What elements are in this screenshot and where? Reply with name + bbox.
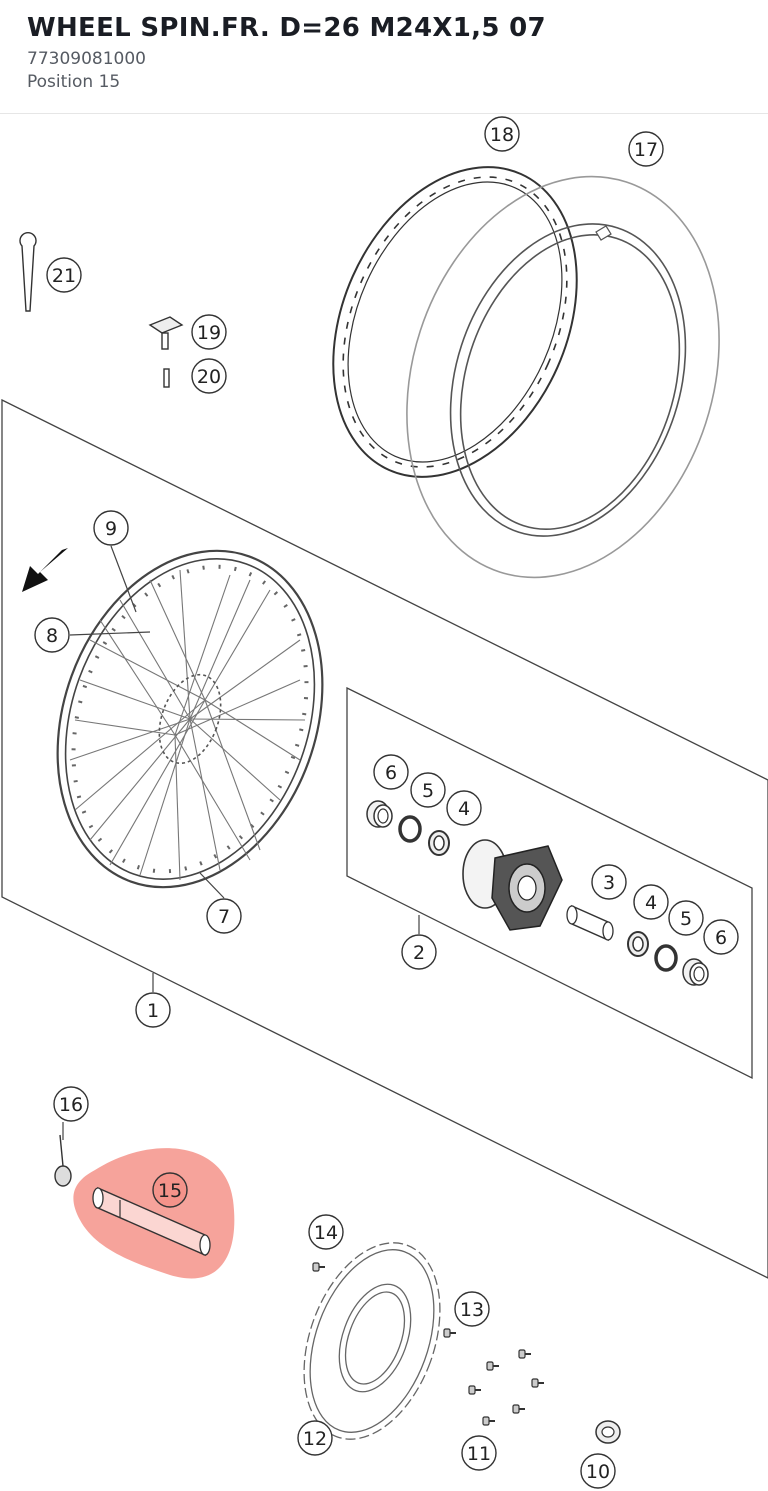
callout-label: 4 — [458, 798, 470, 820]
callout-label: 19 — [197, 322, 221, 344]
hub-assembly-frame — [346, 686, 753, 1080]
callout-1[interactable]: 1 — [135, 992, 171, 1028]
callout-circle — [297, 1420, 333, 1456]
brake-disc-drawing — [303, 1242, 441, 1440]
bolts-drawing — [312, 1262, 621, 1444]
callout-3[interactable]: 3 — [591, 864, 627, 900]
callout-4b[interactable]: 4 — [633, 884, 669, 920]
callout-circle — [191, 358, 227, 394]
callout-circle — [410, 772, 446, 808]
callout-6b[interactable]: 6 — [703, 919, 739, 955]
callout-circle — [191, 314, 227, 350]
callout-circle — [591, 864, 627, 900]
callout-19[interactable]: 19 — [191, 314, 227, 350]
callout-21[interactable]: 21 — [46, 257, 82, 293]
callout-circle — [93, 510, 129, 546]
callout-label: 16 — [59, 1094, 83, 1116]
callout-circle — [633, 884, 669, 920]
callout-circle — [628, 131, 664, 167]
callout-label: 2 — [413, 942, 425, 964]
callout-circle — [135, 992, 171, 1028]
callout-5a[interactable]: 5 — [410, 772, 446, 808]
callout-11[interactable]: 11 — [461, 1435, 497, 1471]
callout-label: 18 — [490, 124, 514, 146]
callout-circle — [308, 1214, 344, 1250]
wheel-drawing — [22, 548, 324, 889]
position-label: Position 15 — [27, 72, 121, 92]
part-number: 77309081000 — [27, 49, 146, 69]
callout-label: 10 — [586, 1461, 610, 1483]
callout-circle — [401, 934, 437, 970]
callout-label: 4 — [645, 892, 657, 914]
callout-circle — [461, 1435, 497, 1471]
callout-circle — [703, 919, 739, 955]
callout-circle — [46, 257, 82, 293]
callout-label: 3 — [603, 872, 615, 894]
hub-parts-drawing — [366, 800, 709, 986]
callout-20[interactable]: 20 — [191, 358, 227, 394]
callout-circle — [34, 617, 70, 653]
callout-9[interactable]: 9 — [93, 510, 129, 546]
callout-label: 5 — [422, 780, 434, 802]
callout-2[interactable]: 2 — [401, 934, 437, 970]
callout-label: 17 — [634, 139, 658, 161]
callout-label: 5 — [680, 908, 692, 930]
callout-12[interactable]: 12 — [297, 1420, 333, 1456]
leader-lines — [62, 545, 420, 1140]
callout-circle — [152, 1172, 188, 1208]
callout-label: 14 — [314, 1222, 338, 1244]
callout-circle — [446, 790, 482, 826]
wheel-assembly-frame — [1, 398, 768, 1279]
callout-16[interactable]: 16 — [53, 1086, 89, 1122]
callout-label: 6 — [715, 927, 727, 949]
callout-circle — [53, 1086, 89, 1122]
part-title: WHEEL SPIN.FR. D=26 M24X1,5 07 — [27, 13, 546, 43]
callout-label: 7 — [218, 906, 230, 928]
callout-label: 8 — [46, 625, 58, 647]
callout-15[interactable]: 15 — [152, 1172, 188, 1208]
callout-8[interactable]: 8 — [34, 617, 70, 653]
callout-circle — [668, 900, 704, 936]
callout-label: 15 — [158, 1180, 182, 1202]
callout-circle — [373, 754, 409, 790]
hub-body — [462, 839, 563, 931]
rim-tape-drawing — [332, 166, 578, 478]
callout-13[interactable]: 13 — [454, 1291, 490, 1327]
callout-7[interactable]: 7 — [206, 898, 242, 934]
callout-circle — [580, 1453, 616, 1489]
callout-circle — [454, 1291, 490, 1327]
callout-label: 6 — [385, 762, 397, 784]
callout-6a[interactable]: 6 — [373, 754, 409, 790]
callout-label: 20 — [197, 366, 221, 388]
header: WHEEL SPIN.FR. D=26 M24X1,5 07 773090810… — [0, 0, 768, 114]
callout-17[interactable]: 17 — [628, 131, 664, 167]
nut — [595, 1420, 621, 1444]
callout-label: 9 — [105, 518, 117, 540]
callout-label: 13 — [460, 1299, 484, 1321]
callout-circle — [206, 898, 242, 934]
callout-18[interactable]: 18 — [484, 116, 520, 152]
axle-drawing — [92, 1186, 211, 1257]
tyre-drawing — [406, 175, 720, 579]
callout-5b[interactable]: 5 — [668, 900, 704, 936]
callout-14[interactable]: 14 — [308, 1214, 344, 1250]
callout-label: 21 — [52, 265, 76, 287]
small-parts-drawing — [19, 232, 184, 1187]
callout-label: 12 — [303, 1428, 327, 1450]
callout-10[interactable]: 10 — [580, 1453, 616, 1489]
spacer-sleeve — [566, 904, 614, 942]
callout-label: 1 — [147, 1000, 159, 1022]
callout-label: 11 — [467, 1443, 491, 1465]
callout-4a[interactable]: 4 — [446, 790, 482, 826]
callout-circle — [484, 116, 520, 152]
